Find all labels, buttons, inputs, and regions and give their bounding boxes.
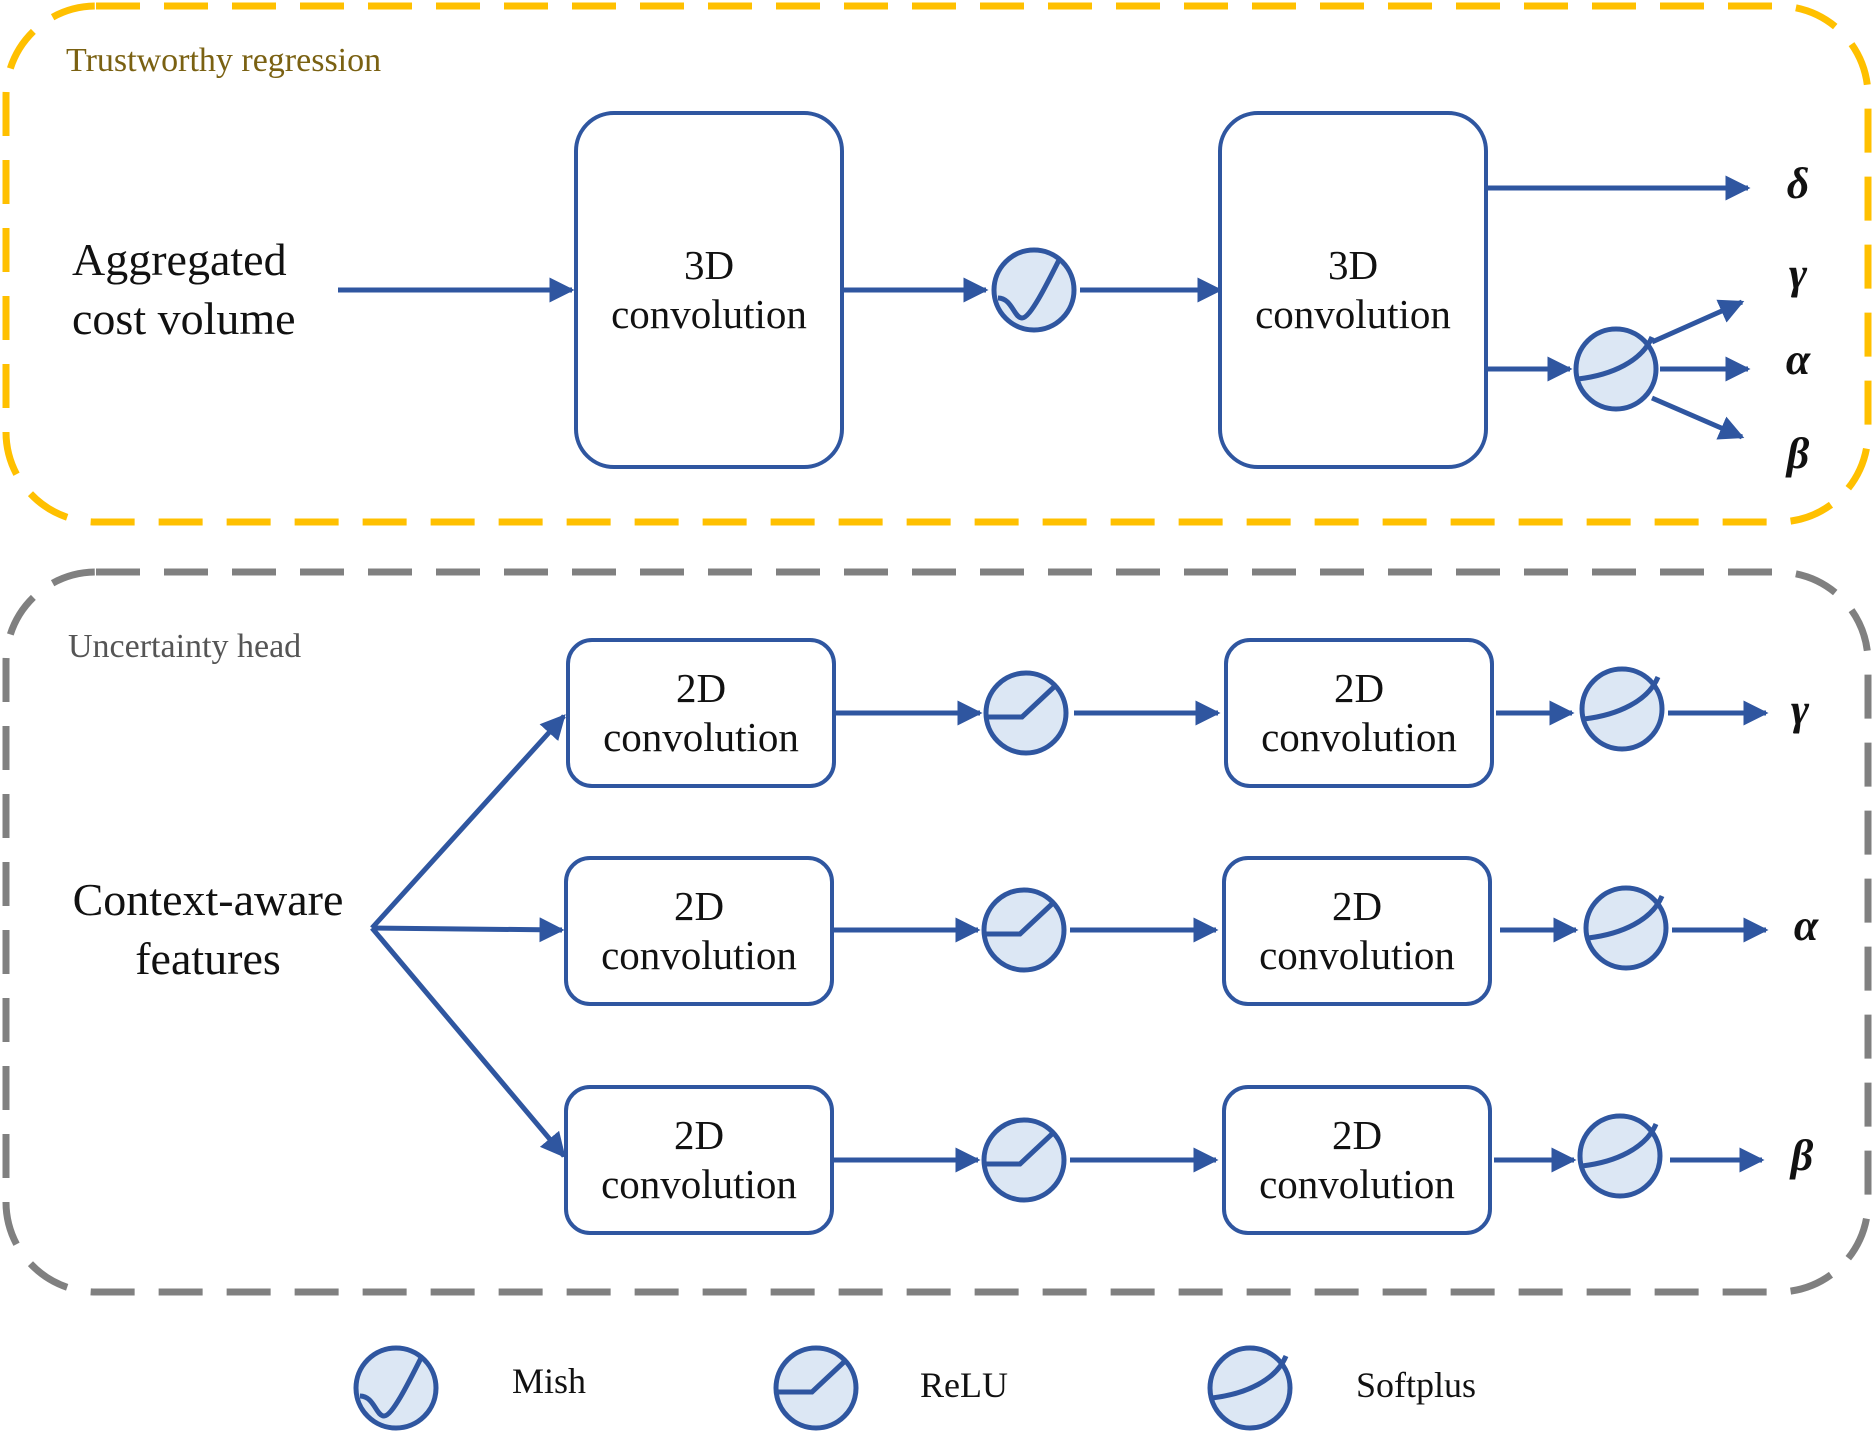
block-line-1: 2D: [675, 665, 727, 711]
aggregated-cost-volume-label: Aggregated cost volume: [72, 230, 296, 348]
conv3d-block-2: 3D convolution: [1218, 111, 1488, 469]
output-delta: δ: [1786, 159, 1810, 208]
arrow-ctx-to-row1: [370, 714, 566, 930]
softplus-icon: [1577, 1113, 1663, 1199]
aggregated-label-line-1: Aggregated: [72, 234, 287, 285]
mish-icon: [991, 247, 1077, 333]
trustworthy-regression-title: Trustworthy regression: [66, 42, 382, 79]
legend-label-mish: Mish: [512, 1361, 587, 1401]
conv2d-block-r1-a: 2D convolution: [566, 638, 836, 788]
relu-icon: [773, 1345, 859, 1431]
softplus-icon: [1583, 885, 1669, 971]
arrow-ctx-to-row3: [370, 926, 566, 1158]
output-gamma: γ: [1790, 685, 1810, 734]
output-beta: β: [1790, 1131, 1814, 1180]
block-line-1: 3D: [683, 242, 735, 288]
relu-icon: [983, 670, 1069, 756]
output-gamma-top: γ: [1788, 249, 1808, 298]
block-line-1: 2D: [673, 1112, 725, 1158]
softplus-icon: [1207, 1345, 1293, 1431]
output-alpha: α: [1793, 901, 1819, 950]
output-alpha-top: α: [1785, 335, 1811, 384]
block-line-1: 2D: [1333, 665, 1385, 711]
uncertainty-head-title: Uncertainty head: [68, 628, 302, 665]
softplus-icon: [1573, 326, 1659, 412]
relu-icon: [981, 887, 1067, 973]
softplus-icon: [1579, 666, 1665, 752]
legend-label-softplus: Softplus: [1356, 1365, 1477, 1405]
legend-label-relu: ReLU: [920, 1365, 1008, 1405]
block-line-1: 2D: [1331, 1112, 1383, 1158]
block-line-1: 2D: [673, 883, 725, 929]
arrow-ctx-to-row2: [371, 917, 565, 943]
block-line-2: convolution: [1261, 714, 1457, 760]
context-label-line-2: features: [135, 933, 281, 984]
conv2d-block-r2-b: 2D convolution: [1222, 856, 1492, 1006]
block-line-1: 2D: [1331, 883, 1383, 929]
mish-icon: [353, 1345, 439, 1431]
conv2d-block-r3-a: 2D convolution: [564, 1085, 834, 1235]
conv3d-block-1: 3D convolution: [574, 111, 844, 469]
context-aware-features-label: Context-aware features: [58, 870, 358, 988]
block-line-1: 3D: [1327, 242, 1379, 288]
block-line-2: convolution: [603, 714, 799, 760]
context-label-line-1: Context-aware: [72, 874, 344, 925]
output-beta-top: β: [1786, 429, 1810, 478]
conv2d-block-r2-a: 2D convolution: [564, 856, 834, 1006]
block-line-2: convolution: [1255, 291, 1451, 337]
conv2d-block-r1-b: 2D convolution: [1224, 638, 1494, 788]
arrow-to-gamma-top: [1650, 299, 1745, 345]
block-line-2: convolution: [1259, 932, 1455, 978]
block-line-2: convolution: [611, 291, 807, 337]
conv2d-block-r3-b: 2D convolution: [1222, 1085, 1492, 1235]
relu-icon: [981, 1117, 1067, 1203]
aggregated-label-line-2: cost volume: [72, 293, 296, 344]
block-line-2: convolution: [1259, 1161, 1455, 1207]
block-line-2: convolution: [601, 932, 797, 978]
arrow-to-beta-top: [1651, 395, 1745, 440]
block-line-2: convolution: [601, 1161, 797, 1207]
